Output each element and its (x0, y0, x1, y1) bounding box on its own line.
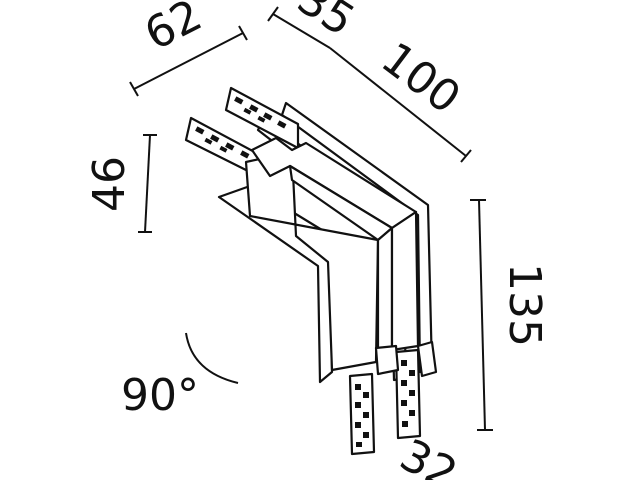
dimension-100: 100 (329, 33, 472, 163)
connector-body (184, 86, 438, 456)
housing-right-face (376, 226, 394, 358)
housing-side-rail (390, 210, 420, 352)
angle-label: 90° (121, 370, 199, 421)
dimension-46: 46 (84, 134, 157, 233)
dimension-35: 35 (267, 0, 364, 49)
dimension-135: 135 (470, 199, 550, 431)
angle-marker: 90° (121, 332, 239, 421)
bottom-pin-contacts-2 (401, 360, 415, 427)
dimension-35-label: 35 (289, 0, 364, 46)
top-pin-contacts-1 (234, 96, 287, 129)
dimension-135-label: 135 (499, 263, 550, 347)
top-pin-contacts-2 (195, 126, 250, 159)
dimension-62-label: 62 (137, 0, 210, 61)
dimension-46-label: 46 (84, 156, 135, 212)
housing-bottom-lip (374, 344, 400, 376)
dimension-62: 62 (129, 0, 248, 97)
dimension-100-label: 100 (372, 33, 470, 124)
bottom-pin-contacts-1 (355, 384, 369, 447)
housing-bottom-foot (416, 340, 438, 378)
